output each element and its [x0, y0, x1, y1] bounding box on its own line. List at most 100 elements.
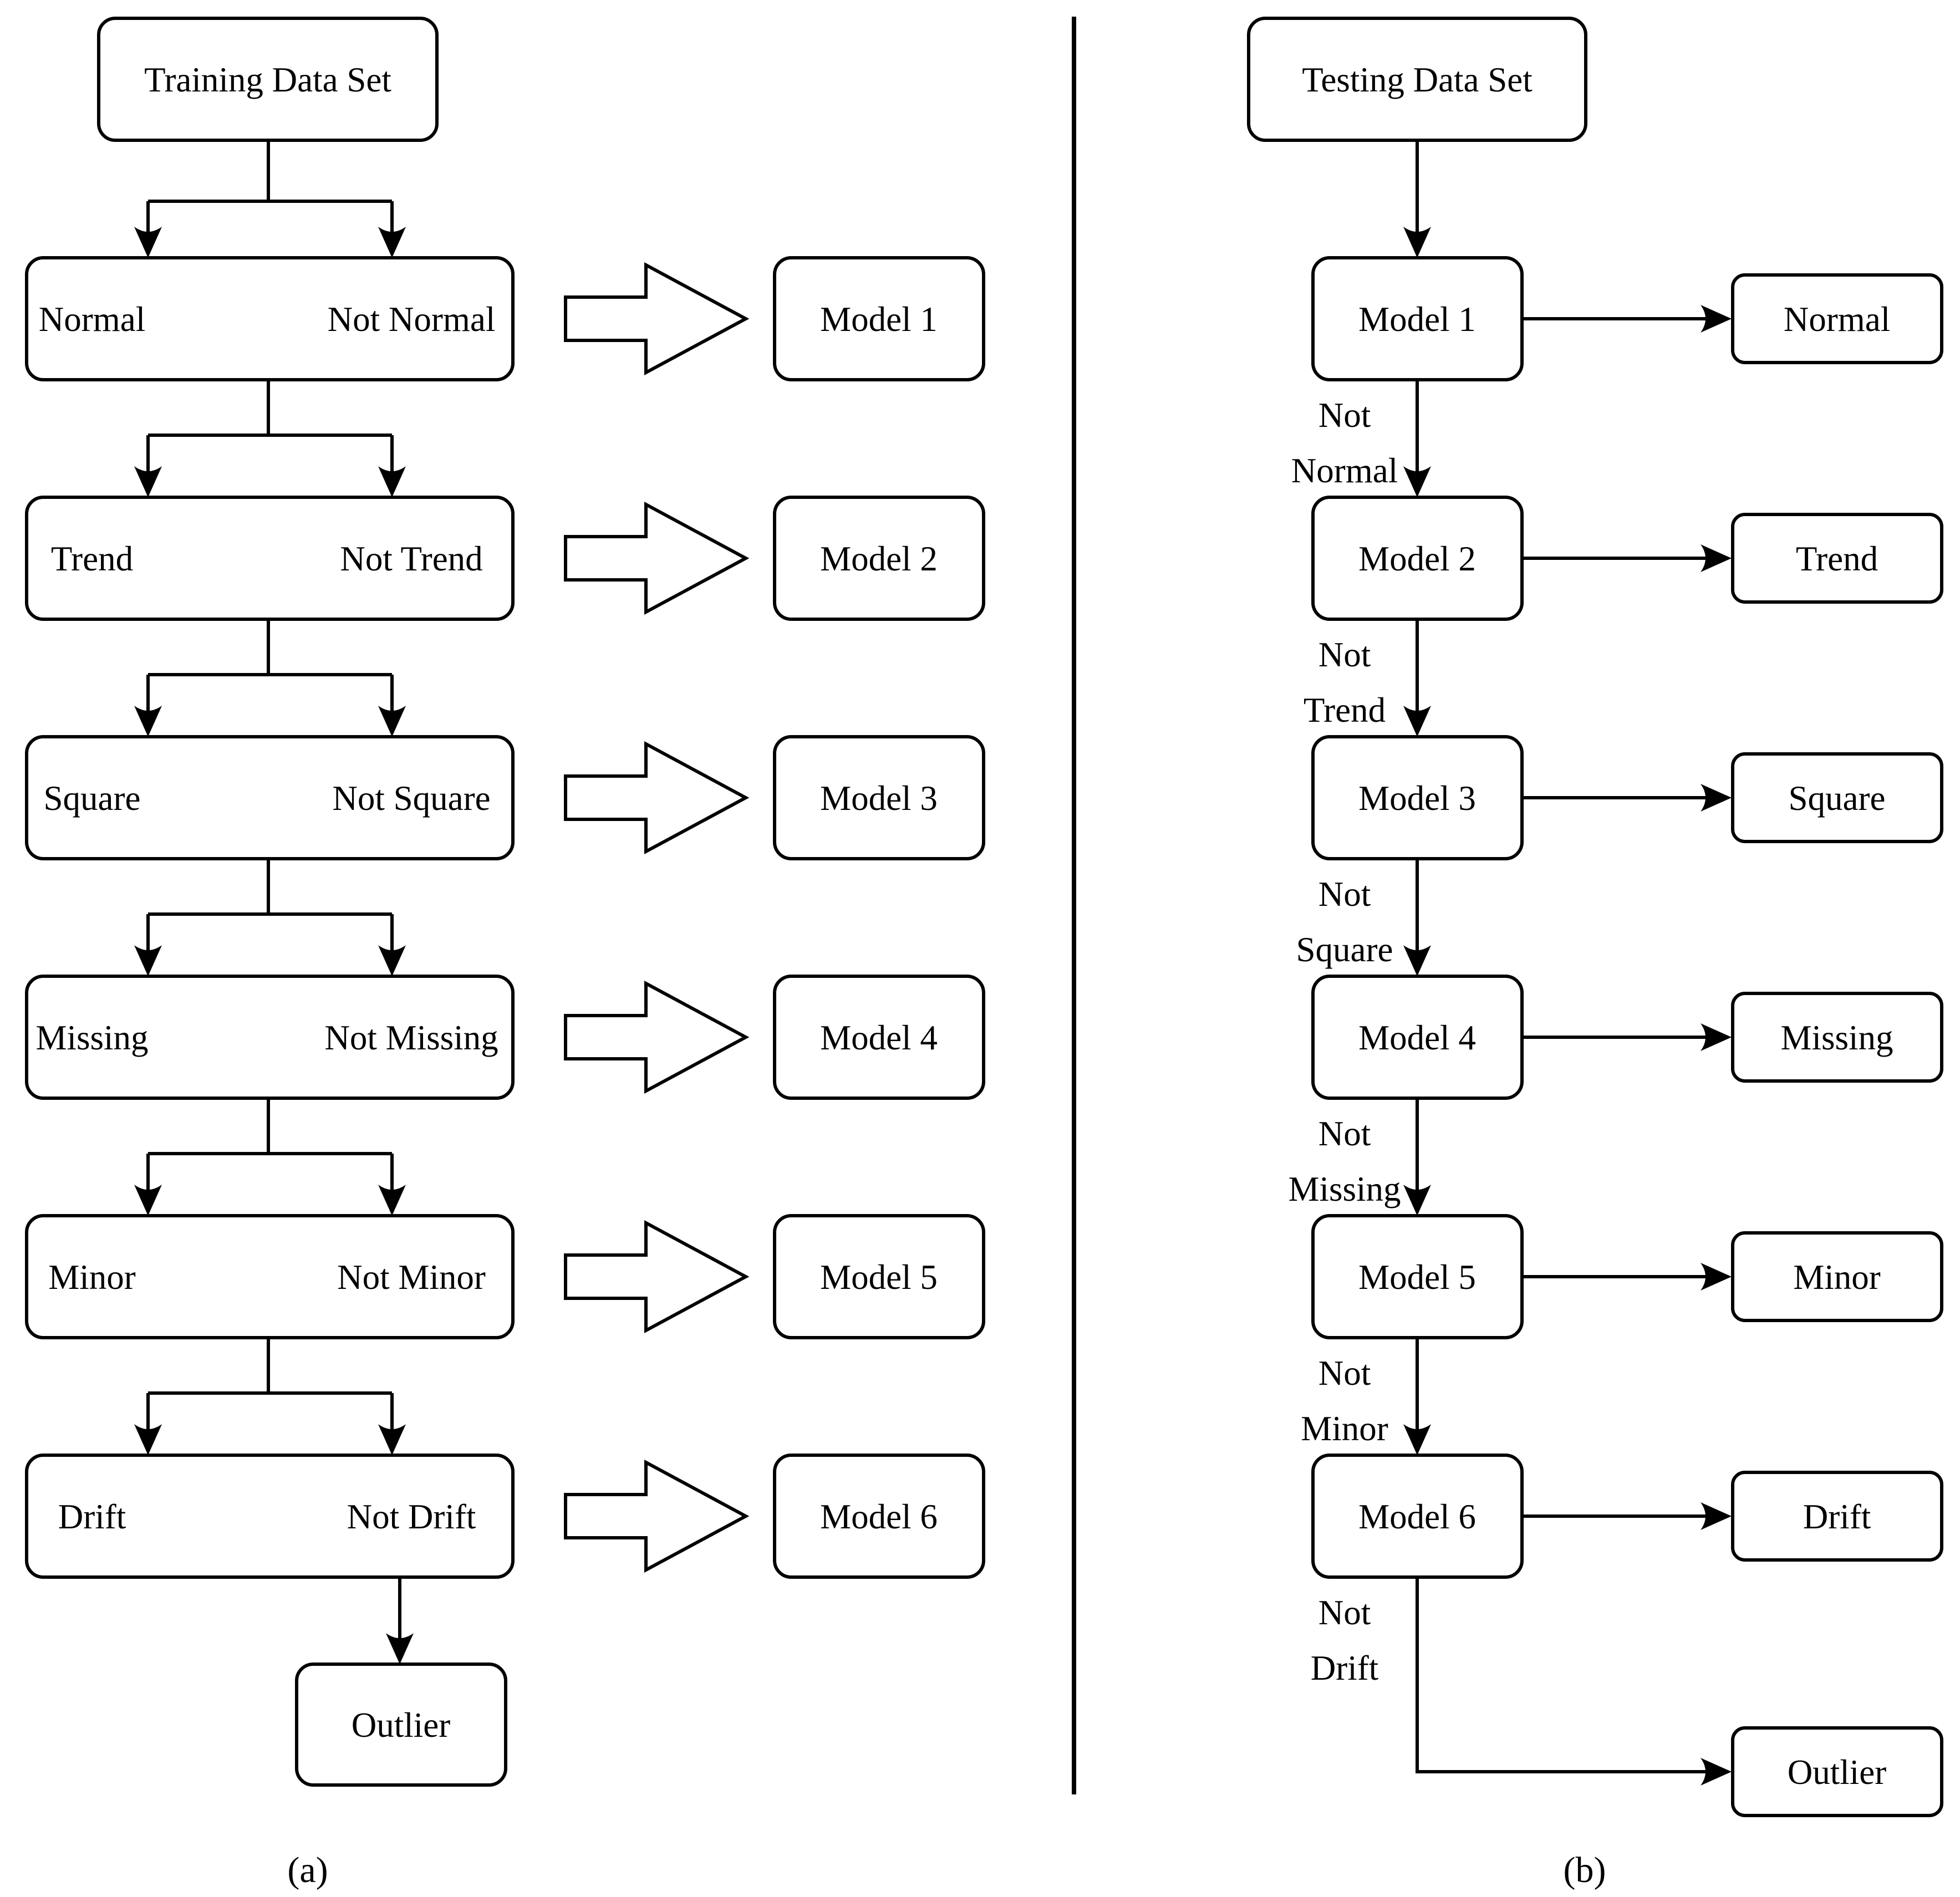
split-box-square — [25, 735, 515, 860]
panel-a-training-pipeline: Training Data Set Normal Not Normal Tren… — [25, 17, 985, 1890]
panel-b-testing-pipeline: Testing Data Set Model 1 Model 2 Model 3… — [1247, 17, 1943, 1890]
arrowhead-into-outlier-b — [1701, 1758, 1732, 1786]
split-right-label: Not Drift — [347, 1497, 476, 1536]
arrowheads-into-split-1 — [134, 227, 406, 258]
arrowheads-into-split-5 — [134, 1185, 406, 1216]
connector-split-1-to-split-2 — [146, 380, 394, 477]
arrowheads-into-split-6 — [134, 1424, 406, 1455]
split-box-drift — [25, 1454, 515, 1579]
edge-label-not-minor-line-2: Minor — [1301, 1409, 1388, 1448]
b-model-5-label: Model 5 — [1358, 1258, 1476, 1297]
output-label-square: Square — [1789, 779, 1886, 818]
b-model-1-label: Model 1 — [1358, 300, 1476, 339]
arrowhead-into-b-model-5 — [1403, 1185, 1431, 1216]
edge-label-not-minor-line-1: Not — [1318, 1354, 1371, 1393]
split-right-label: Not Normal — [328, 300, 496, 339]
a-model-2-box — [773, 496, 985, 621]
split-left-label: Trend — [51, 539, 133, 578]
b-model-4-box — [1311, 975, 1524, 1100]
arrowhead-into-b-model-1 — [1403, 227, 1431, 258]
split-left-label: Normal — [39, 300, 145, 339]
connector-split-4-to-split-5 — [146, 1098, 394, 1196]
connector-training-to-split-1 — [146, 140, 394, 238]
arrowheads-into-split-3 — [134, 706, 406, 737]
output-label-minor: Minor — [1793, 1258, 1881, 1297]
arrowheads-into-split-2 — [134, 466, 406, 497]
a-model-4-box — [773, 975, 985, 1100]
split-left-label: Drift — [58, 1497, 126, 1536]
a-model-5-box — [773, 1214, 985, 1339]
split-left-label: Minor — [48, 1258, 136, 1297]
edge-label-not-drift-line-2: Drift — [1311, 1649, 1379, 1687]
outlier-label: Outlier — [1788, 1753, 1886, 1792]
output-box-minor — [1731, 1231, 1943, 1322]
split-left-label: Square — [44, 779, 141, 818]
split-right-label: Not Trend — [340, 539, 482, 578]
outlier-label: Outlier — [352, 1706, 450, 1745]
b-model-3-label: Model 3 — [1358, 779, 1476, 818]
b-model-4-label: Model 4 — [1358, 1018, 1476, 1057]
edge-label-not-missing-line-2: Missing — [1288, 1170, 1401, 1208]
output-label-trend: Trend — [1796, 539, 1878, 578]
output-label-normal: Normal — [1784, 300, 1890, 339]
arrowhead-into-outlier-a — [386, 1633, 414, 1664]
connector-split-5-to-split-6 — [146, 1338, 394, 1435]
output-label-missing: Missing — [1780, 1018, 1893, 1057]
edge-label-not-missing-line-1: Not — [1318, 1114, 1371, 1153]
block-arrow-to-model-5 — [564, 1220, 750, 1334]
edge-label-not-drift-line-1: Not — [1318, 1593, 1371, 1632]
block-arrow-to-model-1 — [564, 262, 750, 376]
training-data-set-box — [97, 17, 439, 142]
arrowhead-into-output-minor — [1701, 1263, 1732, 1291]
block-arrow-to-model-2 — [564, 501, 750, 615]
output-box-trend — [1731, 513, 1943, 604]
output-box-square — [1731, 752, 1943, 843]
edge-label-not-square-line-2: Square — [1296, 930, 1393, 969]
a-model-2-label: Model 2 — [820, 539, 938, 578]
split-box-minor — [25, 1214, 515, 1339]
split-box-normal — [25, 256, 515, 381]
b-model-2-box — [1311, 496, 1524, 621]
testing-data-set-box — [1247, 17, 1587, 142]
a-model-6-label: Model 6 — [820, 1497, 938, 1536]
connector-model-6-to-outlier — [1416, 1577, 1713, 1773]
training-data-set-label: Training Data Set — [144, 60, 391, 99]
panel-b-caption: (b) — [1564, 1850, 1606, 1890]
outlier-box-training — [295, 1663, 507, 1787]
edge-label-not-normal-line-2: Normal — [1291, 451, 1398, 490]
split-left-label: Missing — [35, 1018, 148, 1057]
testing-data-set-label: Testing Data Set — [1302, 60, 1533, 99]
arrowhead-into-output-trend — [1701, 544, 1732, 572]
b-model-3-box — [1311, 735, 1524, 860]
connector-split-2-to-split-3 — [146, 619, 394, 717]
split-right-label: Not Minor — [337, 1258, 486, 1297]
arrowhead-into-b-model-2 — [1403, 466, 1431, 497]
output-label-drift: Drift — [1803, 1497, 1871, 1536]
outlier-box-testing — [1731, 1726, 1943, 1817]
a-model-6-box — [773, 1454, 985, 1579]
edge-label-not-trend-line-1: Not — [1318, 635, 1371, 674]
arrowheads-into-split-4 — [134, 945, 406, 976]
output-box-drift — [1731, 1471, 1943, 1562]
a-model-1-box — [773, 256, 985, 381]
split-right-label: Not Missing — [324, 1018, 498, 1057]
a-model-1-label: Model 1 — [820, 300, 938, 339]
block-arrow-to-model-3 — [564, 741, 750, 855]
b-model-6-box — [1311, 1454, 1524, 1579]
arrowhead-into-b-model-6 — [1403, 1424, 1431, 1455]
b-model-5-box — [1311, 1214, 1524, 1339]
edge-label-not-trend-line-2: Trend — [1304, 691, 1386, 730]
a-model-4-label: Model 4 — [820, 1018, 938, 1057]
a-model-5-label: Model 5 — [820, 1258, 938, 1297]
b-model-6-label: Model 6 — [1358, 1497, 1476, 1536]
arrowhead-into-b-model-3 — [1403, 706, 1431, 737]
block-arrow-to-model-4 — [564, 980, 750, 1094]
split-box-trend — [25, 496, 515, 621]
output-box-missing — [1731, 992, 1943, 1083]
connector-split-3-to-split-4 — [146, 859, 394, 956]
arrowhead-into-output-drift — [1701, 1502, 1732, 1530]
arrowhead-into-output-missing — [1701, 1023, 1732, 1051]
arrowhead-into-output-square — [1701, 784, 1732, 812]
